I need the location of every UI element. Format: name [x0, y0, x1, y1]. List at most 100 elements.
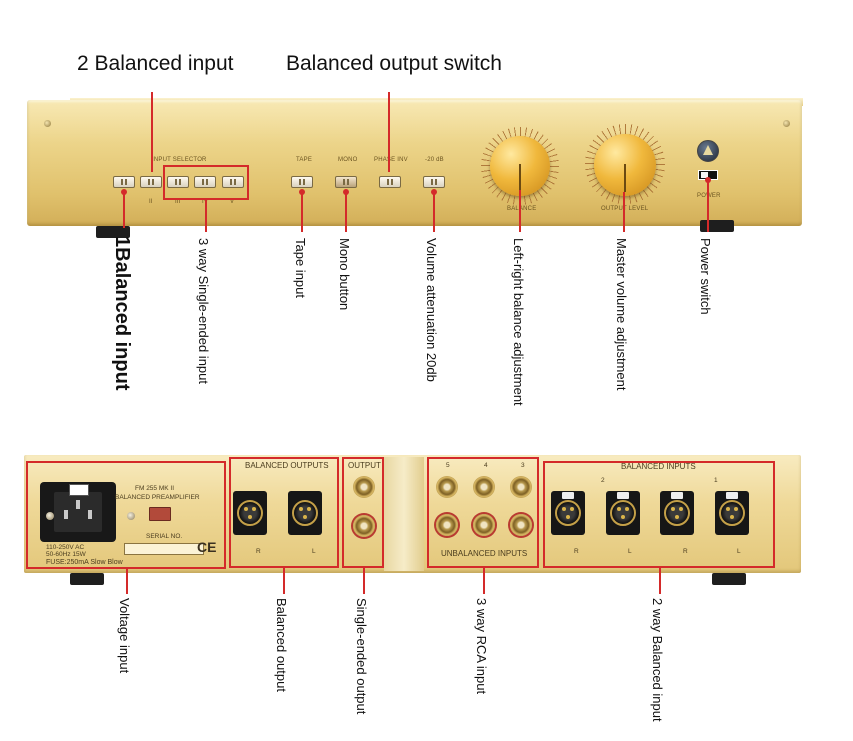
xlr-input-2-left[interactable]	[606, 491, 640, 535]
xlr-input-1-left[interactable]	[715, 491, 749, 535]
label-single-ended-3way: 3 way Single-ended input	[196, 238, 211, 384]
xlr-latch[interactable]	[726, 492, 738, 499]
mono-button[interactable]	[335, 176, 357, 188]
ce-mark: CE	[197, 539, 217, 555]
rca-output-top[interactable]	[353, 476, 375, 498]
voltage-rating-2: 50-60Hz 15W	[46, 551, 86, 558]
dot-attenuation	[431, 189, 437, 195]
phase-inv-label: PHASE INV	[374, 157, 408, 163]
xlr-output-right[interactable]	[233, 491, 267, 535]
fuse-rating: FUSE:250mA Slow Blow	[46, 559, 123, 566]
front-panel	[27, 100, 802, 226]
xlr-pin	[562, 507, 566, 511]
line-attenuation	[433, 192, 435, 232]
voltage-selector-switch[interactable]	[149, 507, 171, 521]
label-power-switch: Power switch	[698, 238, 713, 315]
tape-label: TAPE	[296, 157, 313, 163]
xlr-pin	[621, 515, 625, 519]
power-logo-button	[697, 140, 719, 162]
xlr-face	[719, 500, 745, 526]
voltage-rating-1: 110-250V AC	[46, 544, 85, 551]
xlr-face	[292, 500, 318, 526]
line-balanced-output	[283, 568, 285, 594]
serial-no-label: SERIAL NO.	[146, 533, 183, 540]
iec-pin-left	[64, 510, 68, 519]
rear-foot-left	[70, 573, 104, 585]
rca-input-5-left[interactable]	[436, 476, 458, 498]
xlr-pin	[252, 507, 256, 511]
xlr-latch[interactable]	[617, 492, 629, 499]
xlr-latch[interactable]	[671, 492, 683, 499]
front-screw-left	[44, 120, 51, 127]
input-button-5[interactable]	[222, 176, 244, 188]
rear-subtitle: BALANCED PREAMPLIFIER	[115, 494, 200, 501]
label-balanced-input-1: 1Balanced input	[111, 236, 133, 391]
rca-input-3-left[interactable]	[510, 476, 532, 498]
input-button-3[interactable]	[167, 176, 189, 188]
input-button-1[interactable]	[113, 176, 135, 188]
roman-label-5: V	[230, 199, 235, 205]
line-power	[707, 180, 709, 232]
xlr-face	[610, 500, 636, 526]
rca-input-4-right[interactable]	[473, 514, 495, 536]
balanced-output-box	[229, 457, 339, 568]
line-balanced-output-switch	[388, 92, 390, 172]
bal-out-l-label: L	[312, 548, 316, 555]
balanced-input-box	[543, 461, 775, 568]
xlr-pin	[303, 515, 307, 519]
line-tape	[301, 192, 303, 232]
bal-out-r-label: R	[256, 548, 261, 555]
roman-label-4: IV	[202, 199, 208, 205]
voltage-input-box	[26, 461, 226, 569]
rca-input-3-right[interactable]	[510, 514, 532, 536]
front-foot-right	[700, 220, 734, 232]
rear-model: FM 255 MK II	[135, 485, 175, 492]
line-balanced-input-2	[151, 92, 153, 172]
xlr-input-2-right[interactable]	[551, 491, 585, 535]
fuse-holder[interactable]	[69, 484, 89, 496]
bal-in-l-label-2: L	[737, 548, 741, 555]
minus-20db-button[interactable]	[423, 176, 445, 188]
line-balanced-input-1	[123, 192, 125, 228]
label-balance-adjustment: Left-right balance adjustment	[511, 238, 526, 406]
xlr-pin	[570, 507, 574, 511]
mono-label: MONO	[338, 157, 358, 163]
xlr-latch[interactable]	[562, 492, 574, 499]
roman-label-2: II	[149, 199, 153, 205]
balance-label: BALANCE	[507, 206, 537, 212]
xlr-pin	[726, 507, 730, 511]
rca-input-4-left[interactable]	[473, 476, 495, 498]
line-rca-input	[483, 568, 485, 594]
input-button-4[interactable]	[194, 176, 216, 188]
dot-power	[705, 177, 711, 183]
rca-input-5-right[interactable]	[436, 514, 458, 536]
line-mono	[345, 192, 347, 232]
phase-inv-button[interactable]	[379, 176, 401, 188]
iec-pin-center	[76, 500, 80, 509]
line-voltage-input	[126, 568, 128, 594]
triangle-logo-icon	[703, 145, 713, 155]
xlr-pin	[248, 515, 252, 519]
bal-in-r-label-2: R	[683, 548, 688, 555]
xlr-face	[237, 500, 263, 526]
balanced-outputs-title: BALANCED OUTPUTS	[245, 461, 329, 470]
line-single-ended-output	[363, 568, 365, 594]
xlr-face	[664, 500, 690, 526]
line-output-level	[623, 192, 625, 232]
inlet-screw-left	[46, 512, 54, 520]
front-screw-right	[783, 120, 790, 127]
xlr-pin	[625, 507, 629, 511]
label-balanced-output: Balanced output	[274, 598, 289, 692]
tape-button[interactable]	[291, 176, 313, 188]
xlr-pin	[734, 507, 738, 511]
xlr-output-left[interactable]	[288, 491, 322, 535]
iec-power-socket[interactable]	[40, 482, 116, 542]
xlr-face	[555, 500, 581, 526]
rca-output-bottom[interactable]	[353, 515, 375, 537]
input-button-2[interactable]	[140, 176, 162, 188]
label-master-volume: Master volume adjustment	[614, 238, 629, 391]
output-level-knob-indicator	[624, 164, 626, 192]
iec-pin-right	[88, 510, 92, 519]
xlr-input-1-right[interactable]	[660, 491, 694, 535]
unbalanced-inputs-title: UNBALANCED INPUTS	[441, 549, 528, 558]
